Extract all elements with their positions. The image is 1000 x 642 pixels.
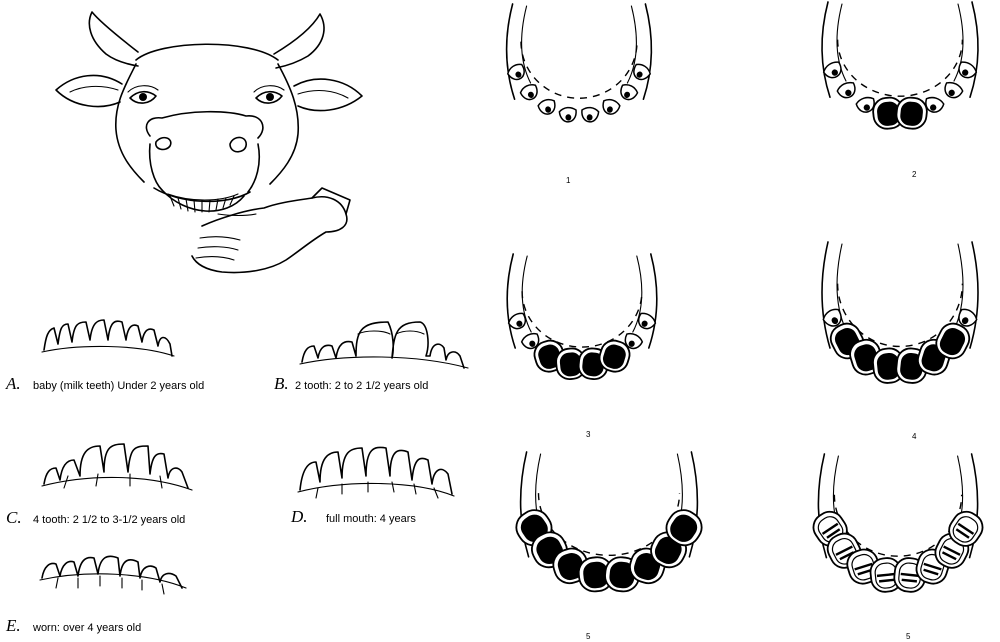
incisors-row-d (294, 442, 458, 504)
caption-b-text: 2 tooth: 2 to 2 1/2 years old (295, 380, 428, 393)
milk-incisor (537, 98, 557, 117)
jaw-diagram-1 (486, 2, 672, 164)
jaw-label-4: 4 (912, 432, 916, 441)
caption-c-letter: C. (6, 509, 22, 527)
caption-b-letter: B. (274, 375, 289, 393)
jaw-label-5b: 5 (906, 632, 910, 641)
jaw-diagram-2 (800, 0, 1000, 162)
caption-e-letter: E. (6, 617, 21, 635)
jaw-diagram-5a (496, 450, 722, 628)
milk-incisor (581, 107, 599, 123)
jaw-label-2: 2 (912, 170, 916, 179)
caption-a-text: baby (milk teeth) Under 2 years old (33, 380, 204, 393)
milk-incisor (942, 80, 964, 101)
caption-d-letter: D. (291, 508, 308, 526)
jaw-diagram-5b (796, 452, 1000, 628)
jaw-label-5a: 5 (586, 632, 590, 641)
incisors-row-a (38, 314, 178, 360)
permanent-incisor (895, 96, 928, 130)
jaw-diagram-4 (800, 240, 1000, 420)
caption-c-text: 4 tooth: 2 1/2 to 3-1/2 years old (33, 514, 185, 527)
jaw-label-3: 3 (586, 430, 590, 439)
caption-e-text: worn: over 4 years old (33, 622, 141, 635)
incisors-row-e (36, 548, 194, 598)
incisors-row-c (38, 438, 196, 496)
milk-incisor (618, 82, 639, 102)
milk-incisor (519, 82, 540, 102)
milk-incisor (559, 107, 577, 123)
jaw-label-1: 1 (566, 176, 570, 185)
caption-a-letter: A. (6, 375, 21, 393)
caption-d-text: full mouth: 4 years (326, 513, 416, 526)
cow-head-illustration (50, 4, 390, 286)
milk-incisor (601, 98, 621, 117)
incisors-row-b (296, 314, 472, 374)
milk-incisor (836, 80, 858, 101)
jaw-diagram-3 (486, 252, 678, 412)
